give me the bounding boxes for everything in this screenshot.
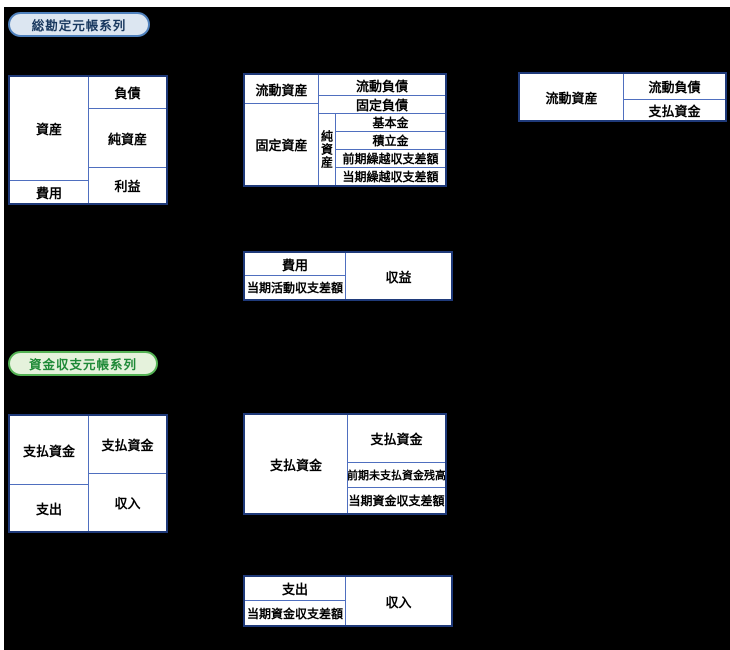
cell-liabilities: 負債 [88, 77, 166, 108]
cell-assets: 資産 [35, 122, 62, 137]
cell-expenses: 費用 [10, 180, 88, 203]
fund-ledger-series-label: 資金収支元帳系列 [28, 358, 137, 372]
fund-flow-statement-table: 支出 当期資金収支差額 収入 [243, 575, 453, 627]
cell-current-period-carryover-balance: 当期繰越収支差額 [335, 167, 445, 185]
cell-revenue: 収益 [345, 253, 451, 299]
cell-income: 収入 [88, 473, 166, 531]
cell-current-period-fund-balance: 当期資金収支差額 [347, 487, 445, 513]
cell-fixed-liabilities: 固定負債 [318, 95, 445, 113]
cell-current-activity-balance: 当期活動収支差額 [245, 275, 345, 299]
general-ledger-series-badge: 総勘定元帳系列 [8, 12, 150, 37]
activity-statement-table: 費用 当期活動収支差額 収益 [243, 251, 453, 301]
cell-current-assets: 流動資産 [545, 90, 598, 106]
cell-current-assets: 流動資産 [255, 82, 308, 98]
cell-payment-funds-debit: 支払資金 [22, 443, 75, 459]
cell-current-liabilities: 流動負債 [318, 75, 445, 95]
cell-profit: 利益 [88, 167, 166, 203]
cell-current-liabilities: 流動負債 [623, 74, 725, 99]
cell-reserve-fund: 積立金 [335, 131, 445, 149]
cell-expenditure: 支出 [281, 582, 308, 597]
cell-prev-period-carryover-balance: 前期繰越収支差額 [335, 149, 445, 167]
fund-ledger-series-badge: 資金収支元帳系列 [8, 351, 158, 376]
fund-balance-summary-table: 支払資金 支出 支払資金 収入 [8, 414, 168, 533]
balance-sheet-detail-table: 流動資産 固定資産 流動負債 固定負債 純資産 基本金 積立金 前期繰越収支差額… [243, 73, 447, 187]
cell-basic-fund: 基本金 [335, 113, 445, 131]
payment-funds-bs-table: 流動資産 流動負債 支払資金 [518, 72, 727, 122]
cell-prev-period-fund-balance: 前期未支払資金残高 [347, 462, 445, 487]
cell-income: 収入 [345, 577, 451, 625]
cell-net-assets-vertical: 純資産 [318, 113, 335, 185]
cell-payment-funds-credit: 支払資金 [88, 416, 166, 473]
general-ledger-series-label: 総勘定元帳系列 [31, 19, 127, 33]
cell-payment-funds: 支払資金 [269, 457, 322, 473]
fund-balance-detail-table: 支払資金 支払資金 前期未支払資金残高 当期資金収支差額 [243, 413, 447, 515]
cell-net-assets: 純資産 [88, 108, 166, 167]
cell-current-fund-balance: 当期資金収支差額 [245, 600, 345, 625]
balance-sheet-summary-table: 資産 費用 負債 純資産 利益 [8, 75, 168, 205]
cell-payment-funds: 支払資金 [623, 99, 725, 120]
cell-payment-funds-breakdown: 支払資金 [347, 415, 445, 462]
cell-fixed-assets: 固定資産 [245, 103, 318, 185]
cell-expenses: 費用 [281, 257, 308, 273]
cell-expenditure: 支出 [10, 484, 88, 531]
